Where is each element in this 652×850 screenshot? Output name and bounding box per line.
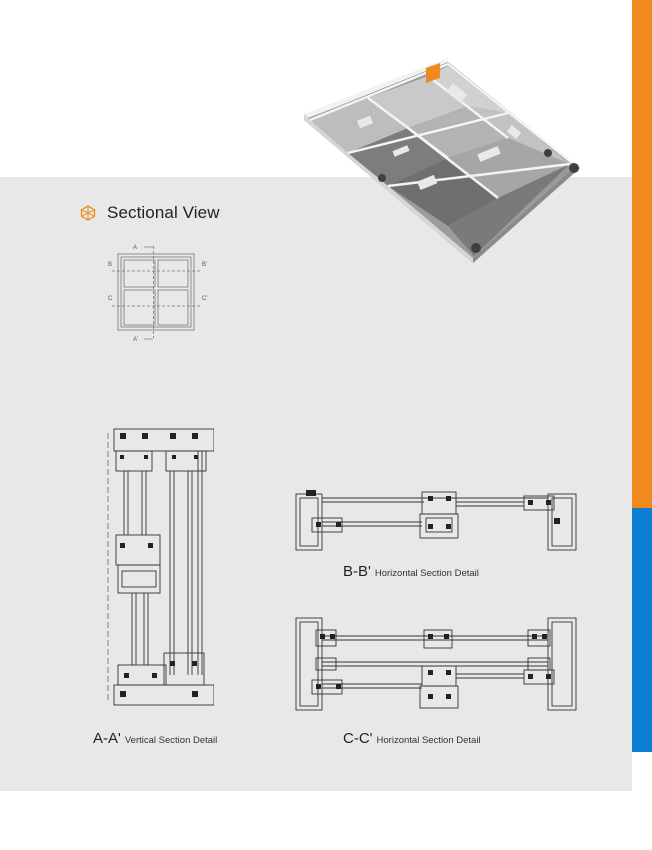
key-label-b: B: [108, 262, 112, 268]
blue-side-tab: [632, 508, 652, 752]
section-title: Sectional View: [107, 203, 220, 222]
horizontal-section-b-drawing: [295, 490, 577, 551]
caption-b-b-code: B-B': [343, 563, 371, 580]
key-label-b-prime: B': [202, 262, 207, 268]
key-label-c: C: [108, 296, 113, 302]
caption-a-a: A-A' Vertical Section Detail: [93, 730, 217, 747]
horizontal-section-c-drawing: [295, 617, 577, 711]
section-heading: Sectional View: [80, 200, 220, 226]
caption-b-b-description: Horizontal Section Detail: [374, 568, 479, 579]
key-label-a: A: [133, 245, 137, 251]
key-plan-diagram: A A' B B' C C': [108, 245, 207, 343]
vertical-section-drawing: [107, 428, 214, 706]
caption-a-a-code: A-A': [93, 730, 121, 747]
orange-side-tab: [632, 0, 652, 508]
hexagon-cube-icon: [80, 205, 96, 221]
caption-a-a-description: Vertical Section Detail: [124, 735, 218, 746]
key-label-a-prime: A': [133, 337, 138, 343]
caption-c-c: C-C' Horizontal Section Detail: [343, 730, 481, 747]
caption-c-c-description: Horizontal Section Detail: [376, 735, 481, 746]
caption-b-b: B-B' Horizontal Section Detail: [343, 563, 479, 580]
key-label-c-prime: C': [202, 296, 207, 302]
floor-plan-illustration: [304, 58, 580, 263]
caption-c-c-code: C-C': [343, 730, 373, 747]
